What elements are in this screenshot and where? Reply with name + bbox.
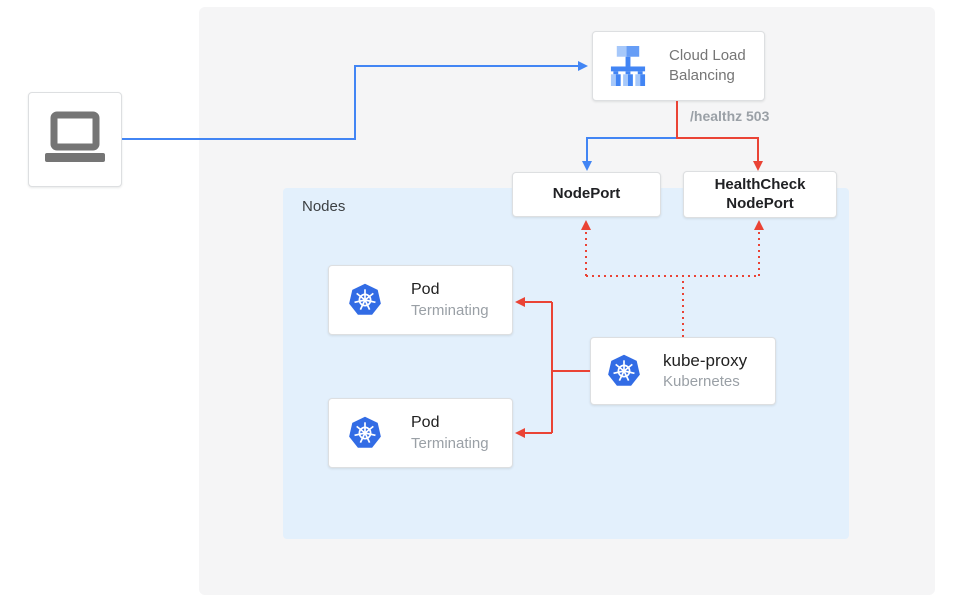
pod-card-1: Pod Terminating (328, 265, 513, 335)
laptop-icon (45, 111, 105, 162)
kubernetes-icon (349, 416, 381, 448)
pod-status: Terminating (411, 301, 489, 319)
nodeport-label: NodePort (552, 185, 621, 203)
pod-card-2: Pod Terminating (328, 398, 513, 468)
kube-proxy-title: kube-proxy (663, 351, 748, 371)
healthcheck-nodeport-card: HealthCheck NodePort (683, 171, 837, 218)
nodes-group-label: Nodes (302, 198, 346, 215)
cloud-load-balancing-card: Cloud Load Balancing (592, 31, 765, 101)
cloud-load-balancing-icon (610, 46, 646, 86)
client-device-card (28, 92, 122, 187)
kubernetes-icon (608, 354, 640, 386)
pod-status: Terminating (411, 434, 489, 452)
kube-proxy-card: kube-proxy Kubernetes (590, 337, 776, 405)
pod-title: Pod (411, 280, 440, 298)
cloud-load-balancing-label: Cloud Load Balancing (669, 46, 746, 84)
healthcheck-nodeport-label: HealthCheck NodePort (714, 175, 806, 212)
kubernetes-icon (349, 283, 381, 315)
healthz-status-label: /healthz 503 (690, 108, 770, 124)
pod-title: Pod (411, 413, 440, 431)
nodeport-card: NodePort (512, 172, 661, 217)
kube-proxy-subtitle: Kubernetes (663, 373, 740, 391)
